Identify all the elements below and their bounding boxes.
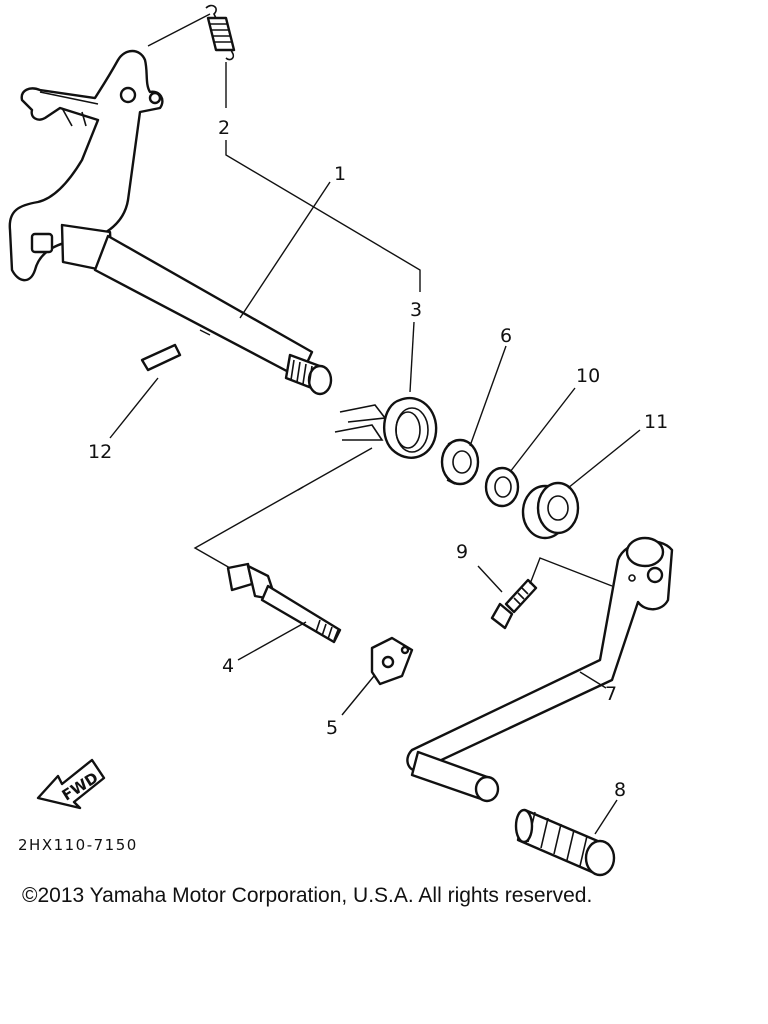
callout-7: 7 [605,683,617,705]
bushing-part [521,481,580,540]
callout-3: 3 [410,299,422,321]
callout-1: 1 [334,163,346,185]
callout-12: 12 [88,441,112,463]
callout-6: 6 [500,325,512,347]
rubber-part [514,808,616,877]
torsion-spring-part [334,397,438,459]
washer-part [484,466,520,508]
callout-2: 2 [218,117,230,139]
stopper-bolt-part [226,562,342,644]
shift-shaft-part [8,49,333,396]
callout-10: 10 [576,365,600,387]
plate-part [370,636,414,686]
fwd-arrow-icon: FWD [36,758,106,810]
pin-part [140,343,182,372]
callout-5: 5 [326,717,338,739]
drawing-code: 2HX110-7150 [18,836,138,854]
callout-4: 4 [222,655,234,677]
callout-8: 8 [614,779,626,801]
callout-9: 9 [456,541,468,563]
change-pedal-part [406,536,674,803]
leader-lines [109,13,641,835]
spring-part [205,4,236,61]
bolt-part [490,578,538,630]
oil-seal-part [440,438,480,486]
callout-11: 11 [644,411,668,433]
parts-diagram: 1 2 3 4 5 6 7 8 9 10 11 12 FWD 2HX110-71… [8,4,674,877]
copyright-notice: ©2013 Yamaha Motor Corporation, U.S.A. A… [22,884,593,907]
